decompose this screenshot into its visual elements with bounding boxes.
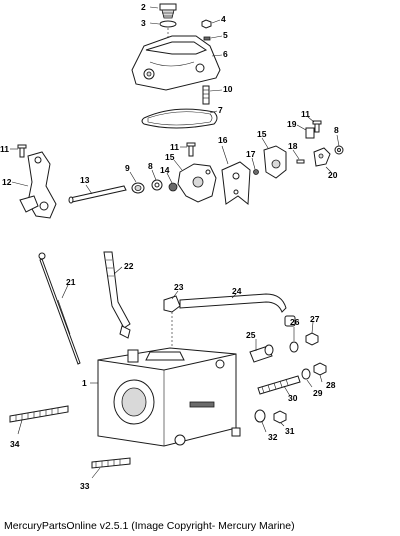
callout-14: 14 [160, 165, 170, 175]
part-10-bolt [202, 85, 210, 105]
callout-32: 32 [268, 432, 278, 442]
part-33-stud [91, 457, 131, 469]
part-8-washer-left [151, 179, 163, 191]
part-34-stud [9, 405, 69, 423]
part-8-washer-right [334, 145, 344, 155]
callout-10: 10 [223, 84, 233, 94]
callout-7: 7 [218, 105, 223, 115]
callout-30: 30 [288, 393, 298, 403]
part-6-cover [131, 28, 221, 91]
callout-15-cam: 15 [165, 152, 175, 162]
part-15-bracket [263, 145, 287, 179]
part-9-bushing [131, 182, 145, 194]
part-21-dipstick [38, 252, 81, 365]
callout-33: 33 [80, 481, 90, 491]
part-1-block [97, 347, 241, 447]
callout-6: 6 [223, 49, 228, 59]
callout-9: 9 [125, 163, 130, 173]
part-12-lever [19, 151, 57, 219]
part-18-screw [296, 159, 305, 164]
callout-1: 1 [82, 378, 87, 388]
callout-4: 4 [221, 14, 226, 24]
callout-2: 2 [141, 2, 146, 12]
callout-20: 20 [328, 170, 338, 180]
callout-21: 21 [66, 277, 76, 287]
callout-25: 25 [246, 330, 256, 340]
part-27-nut [305, 332, 319, 346]
part-15-cam [177, 163, 217, 203]
part-16-plate [221, 161, 251, 205]
callout-23: 23 [174, 282, 184, 292]
part-30-stud [257, 375, 301, 395]
part-14-washer [168, 182, 178, 192]
callout-26: 26 [290, 317, 300, 327]
image-caption: MercuryPartsOnline v2.5.1 (Image Copyrig… [4, 520, 295, 532]
part-13-shaft [68, 185, 127, 204]
part-29-washer [301, 368, 311, 380]
part-11-screw-right [312, 120, 322, 133]
callout-3: 3 [141, 18, 146, 28]
exploded-parts-diagram: 2 3 4 5 6 10 7 11 12 13 9 8 14 11 15 16 … [0, 2, 344, 491]
callout-31: 31 [285, 426, 295, 436]
callout-24: 24 [232, 286, 242, 296]
part-25-sleeve [249, 344, 274, 363]
part-17-pin [253, 169, 259, 175]
callout-27: 27 [310, 314, 320, 324]
part-26-o-ring [289, 341, 299, 353]
callout-16: 16 [218, 135, 228, 145]
part-22-tube [103, 251, 131, 339]
callout-18: 18 [288, 141, 298, 151]
part-28-nut [313, 362, 327, 376]
part-7-gasket [141, 108, 218, 129]
part-11-screw-left [17, 144, 27, 158]
callout-13: 13 [80, 175, 90, 185]
callout-22: 22 [124, 261, 134, 271]
part-19-sleeve [305, 127, 315, 139]
part-5-pin [203, 36, 211, 41]
callout-12: 12 [2, 177, 12, 187]
part-23-elbow [163, 295, 181, 354]
part-3-o-ring [159, 20, 177, 28]
callout-8-left: 8 [148, 161, 153, 171]
callout-5: 5 [223, 30, 228, 40]
callout-15-bracket: 15 [257, 129, 267, 139]
callout-34: 34 [10, 439, 20, 449]
part-11-screw-mid [186, 142, 196, 157]
part-20-arm [313, 147, 331, 167]
part-32-washer [254, 409, 266, 423]
part-4-nut [201, 19, 212, 29]
part-2-plug [159, 3, 177, 19]
callout-17: 17 [246, 149, 256, 159]
callout-11-mid: 11 [170, 142, 179, 152]
callout-11-right: 11 [301, 109, 310, 119]
part-31-nut [273, 410, 287, 424]
callout-19: 19 [287, 119, 297, 129]
callout-8-right: 8 [334, 125, 339, 135]
callout-28: 28 [326, 380, 336, 390]
callout-11-left: 11 [0, 144, 9, 154]
callout-29: 29 [313, 388, 323, 398]
part-24-hose [179, 293, 296, 327]
